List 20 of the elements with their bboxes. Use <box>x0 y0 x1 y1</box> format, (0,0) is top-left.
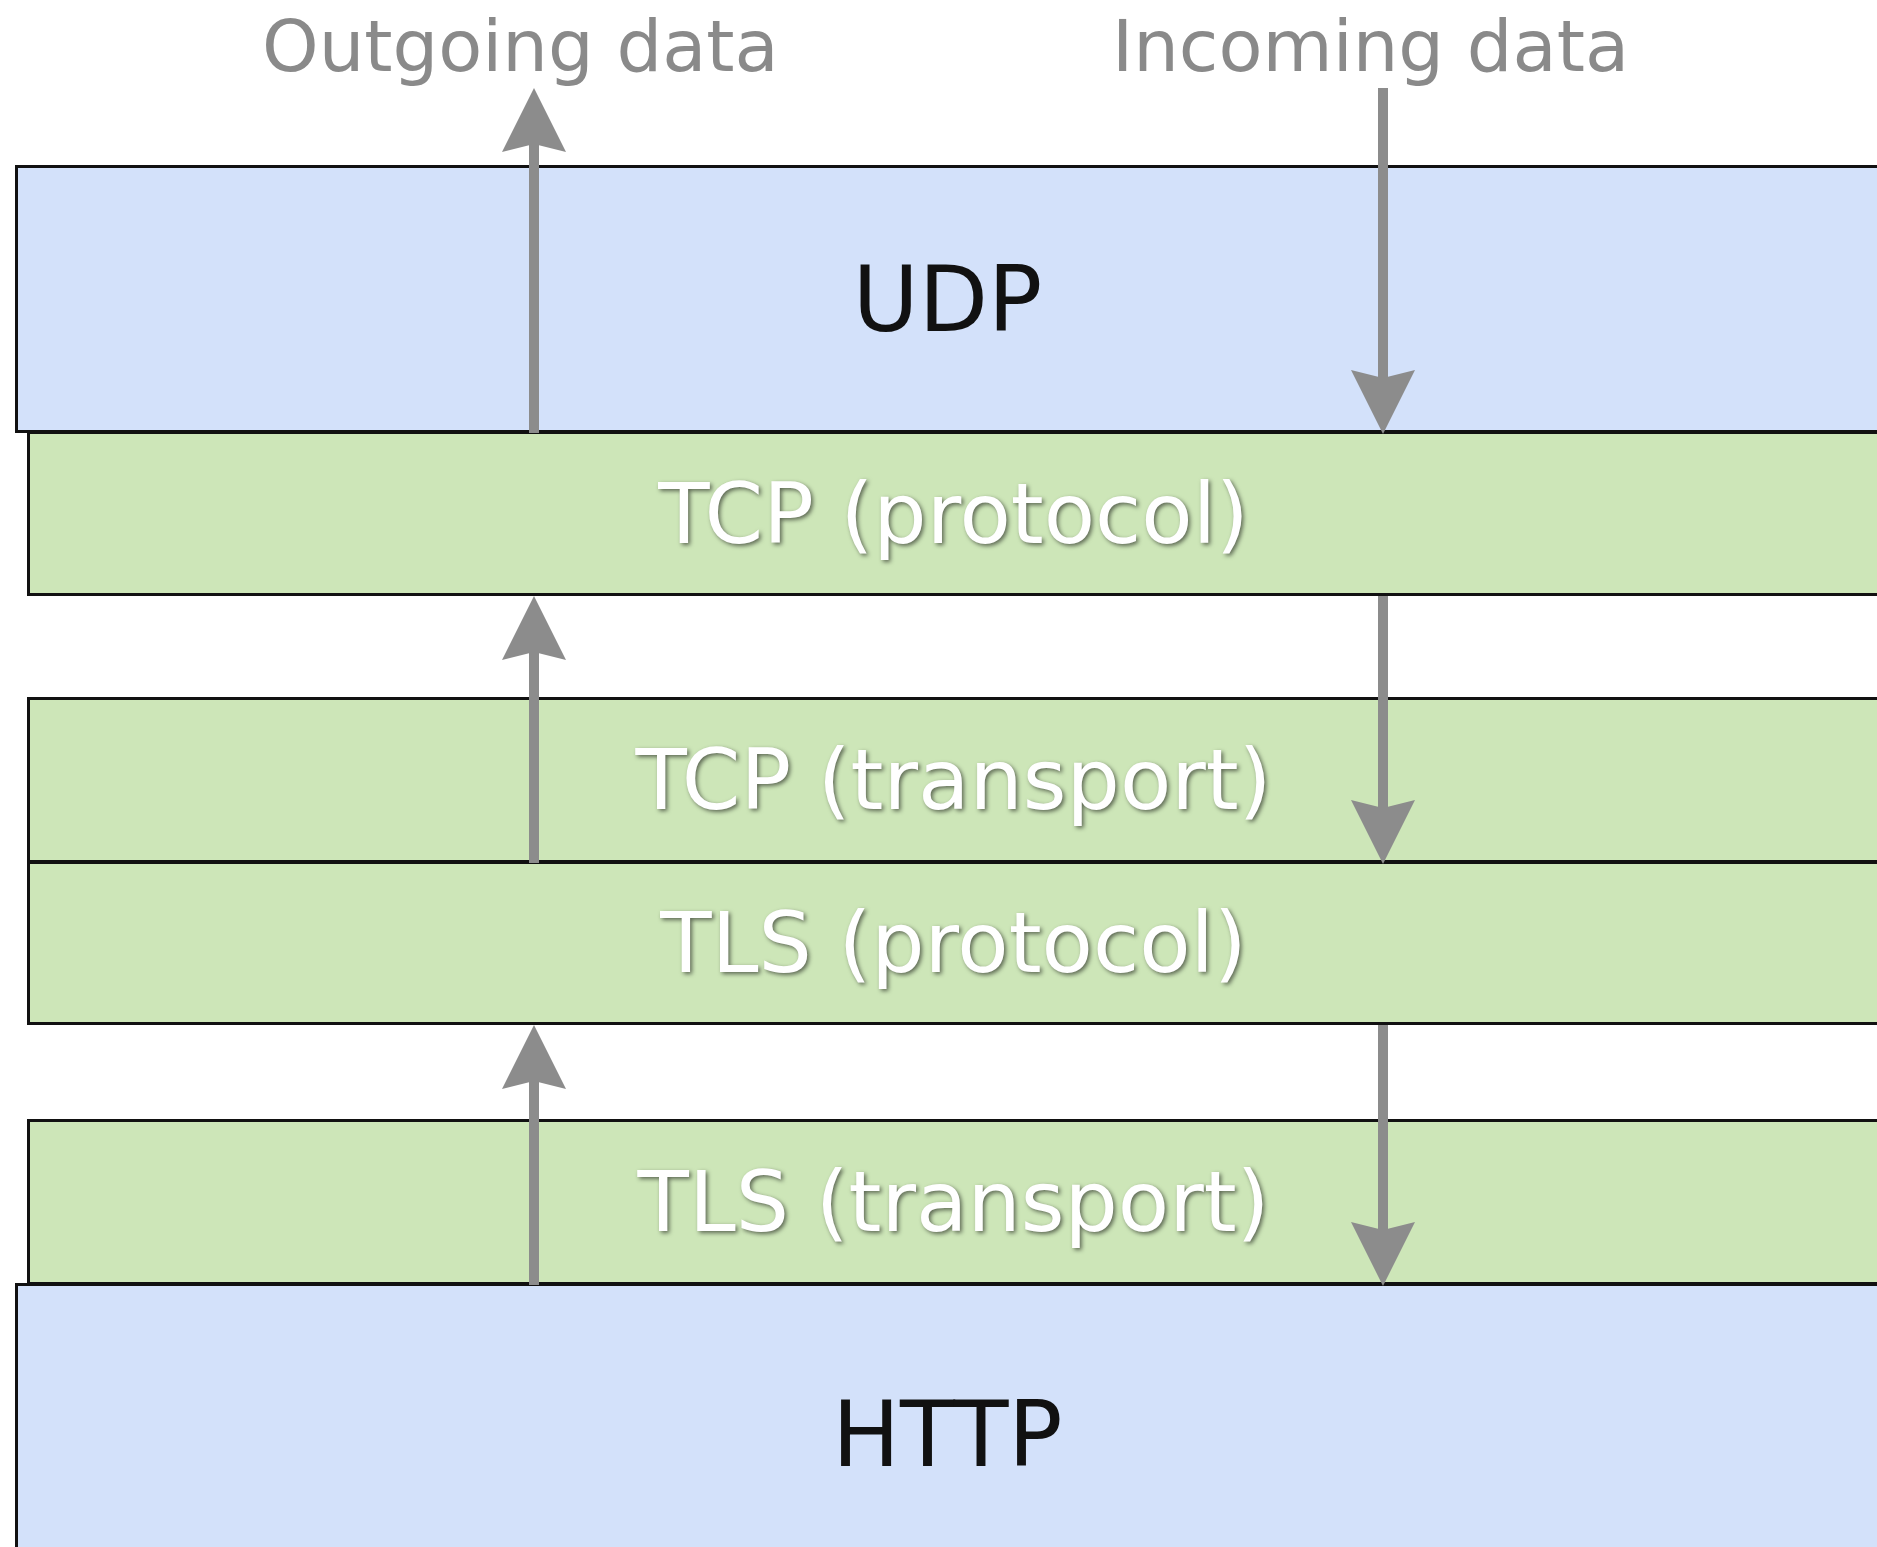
layer-name: HTTP <box>832 1382 1063 1487</box>
protocol-layer <box>27 861 1877 1025</box>
arrow <box>1351 596 1415 864</box>
layer-name: TLS (protocol) <box>660 894 1247 992</box>
arrow <box>1351 88 1415 434</box>
direction-label: Outgoing data <box>262 4 779 88</box>
protocol-layer <box>27 431 1877 596</box>
arrow <box>502 88 566 433</box>
protocol-layer <box>27 1119 1877 1285</box>
direction-label: Incoming data <box>1112 4 1630 88</box>
layer-name: TCP (transport) <box>635 731 1272 829</box>
arrow <box>1351 1025 1415 1286</box>
arrow <box>502 1025 566 1285</box>
protocol-layer <box>15 165 1877 433</box>
layer-name: UDP <box>852 246 1043 352</box>
protocol-layer <box>15 1283 1877 1547</box>
layer-name: TCP (protocol) <box>658 464 1249 563</box>
arrow <box>502 596 566 863</box>
protocol-layer <box>27 697 1877 863</box>
layer-name: TLS (transport) <box>637 1153 1270 1251</box>
